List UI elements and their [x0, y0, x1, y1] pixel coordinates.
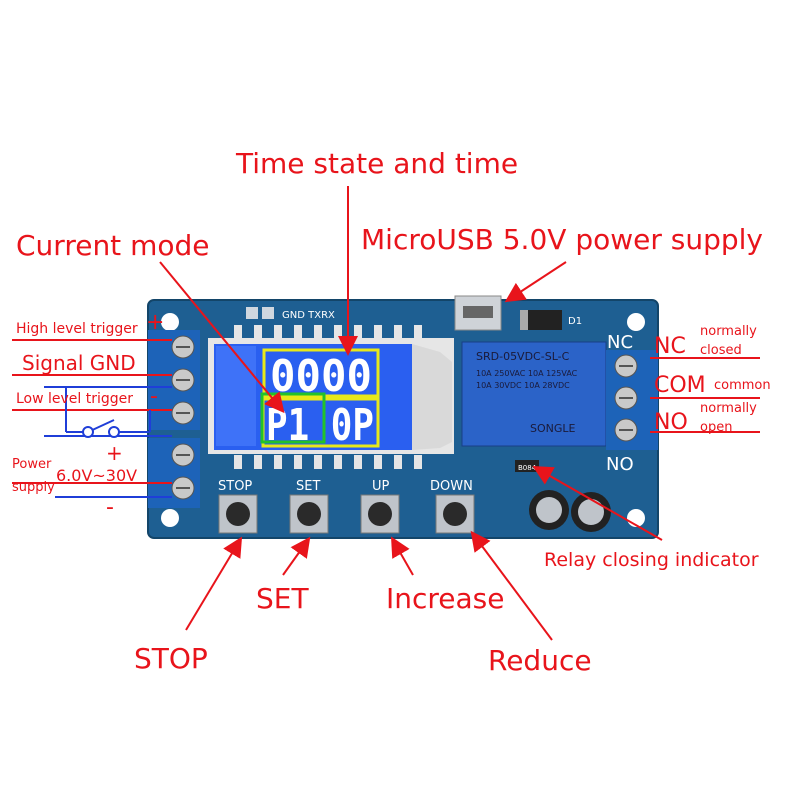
arrow-microusb: [504, 261, 567, 303]
microusb-port: [454, 295, 502, 331]
label-no: NO: [654, 410, 688, 435]
capacitors: [529, 490, 611, 532]
label-set: SET: [256, 582, 309, 615]
label-nc-desc-2: closed: [700, 343, 742, 358]
arrow-stop: [185, 536, 243, 631]
current-mode-highlight: [260, 392, 326, 444]
mount-hole: [161, 313, 179, 331]
label-relay-indicator: Relay closing indicator: [544, 549, 759, 571]
header-pin-label: GND TXRX: [282, 310, 335, 321]
arrow-reduce: [470, 530, 553, 641]
label-supply: supply: [12, 480, 55, 495]
silk-label-stop: STOP: [218, 479, 252, 494]
mount-hole: [161, 509, 179, 527]
label-plus-power: +: [106, 441, 123, 465]
arrow-current-mode: [159, 261, 285, 414]
label-high-trigger: High level trigger: [16, 321, 138, 337]
label-microusb: MicroUSB 5.0V power supply: [361, 223, 763, 256]
label-com: COM: [654, 373, 706, 398]
button-down: [435, 494, 475, 534]
label-no-desc-1: normally: [700, 401, 757, 416]
time-state-highlight: [262, 348, 380, 398]
label-minus-power: -: [106, 495, 114, 520]
label-minus-low: -: [150, 384, 158, 409]
diode-label: D1: [568, 316, 582, 327]
label-time-state: Time state and time: [236, 147, 519, 180]
arrow-increase: [391, 536, 414, 576]
relay: SRD-05VDC-SL-C 10A 250VAC 10A 125VAC 10A…: [461, 341, 607, 447]
arrow-set: [282, 536, 311, 576]
relay-brand-text: SONGLE: [530, 422, 576, 435]
relay-indicator-led: B084: [515, 460, 539, 472]
label-reduce: Reduce: [488, 644, 592, 677]
button-up: [360, 494, 400, 534]
relay-no-silk: NO: [606, 454, 634, 475]
label-nc-desc-1: normally: [700, 324, 757, 339]
label-plus-high: +: [146, 310, 165, 335]
switch-icon: [82, 426, 120, 438]
relay-nc-silk: NC: [607, 332, 633, 353]
silk-label-down: DOWN: [430, 479, 473, 494]
label-increase: Increase: [386, 582, 505, 615]
annotation-arrows: [12, 186, 760, 641]
label-signal-gnd: Signal GND: [22, 351, 136, 375]
label-com-desc: common: [714, 378, 771, 393]
label-no-desc-2: open: [700, 420, 733, 435]
button-set: [289, 494, 329, 534]
label-voltage: 6.0V~30V: [56, 466, 138, 485]
label-power: Power: [12, 457, 52, 472]
silk-label-set: SET: [296, 479, 320, 494]
led-label: B084: [518, 464, 537, 472]
mount-hole: [627, 313, 645, 331]
silk-label-up: UP: [372, 479, 390, 494]
label-nc: NC: [654, 334, 686, 359]
lcd-display: 0000 P1 0P: [208, 338, 454, 454]
button-stop: [218, 494, 258, 534]
wiring-diagram: [44, 386, 172, 498]
relay-rating-text: 10A 250VAC 10A 125VAC: [476, 369, 578, 378]
label-stop: STOP: [134, 642, 208, 675]
label-low-trigger: Low level trigger: [16, 391, 134, 407]
diode-d1: D1: [520, 310, 582, 330]
relay-model-text: SRD-05VDC-SL-C: [476, 350, 570, 363]
signal-terminal-block: [148, 330, 200, 430]
lcd-pins-top: [234, 325, 422, 339]
lcd-pins-bottom: [234, 455, 422, 469]
header-pins: GND TXRX: [246, 307, 335, 321]
arrow-relay-indicator: [532, 466, 663, 541]
relay-rating-text: 10A 30VDC 10A 28VDC: [476, 381, 570, 390]
relay-terminal-block: [606, 350, 658, 450]
label-current-mode: Current mode: [16, 229, 210, 262]
